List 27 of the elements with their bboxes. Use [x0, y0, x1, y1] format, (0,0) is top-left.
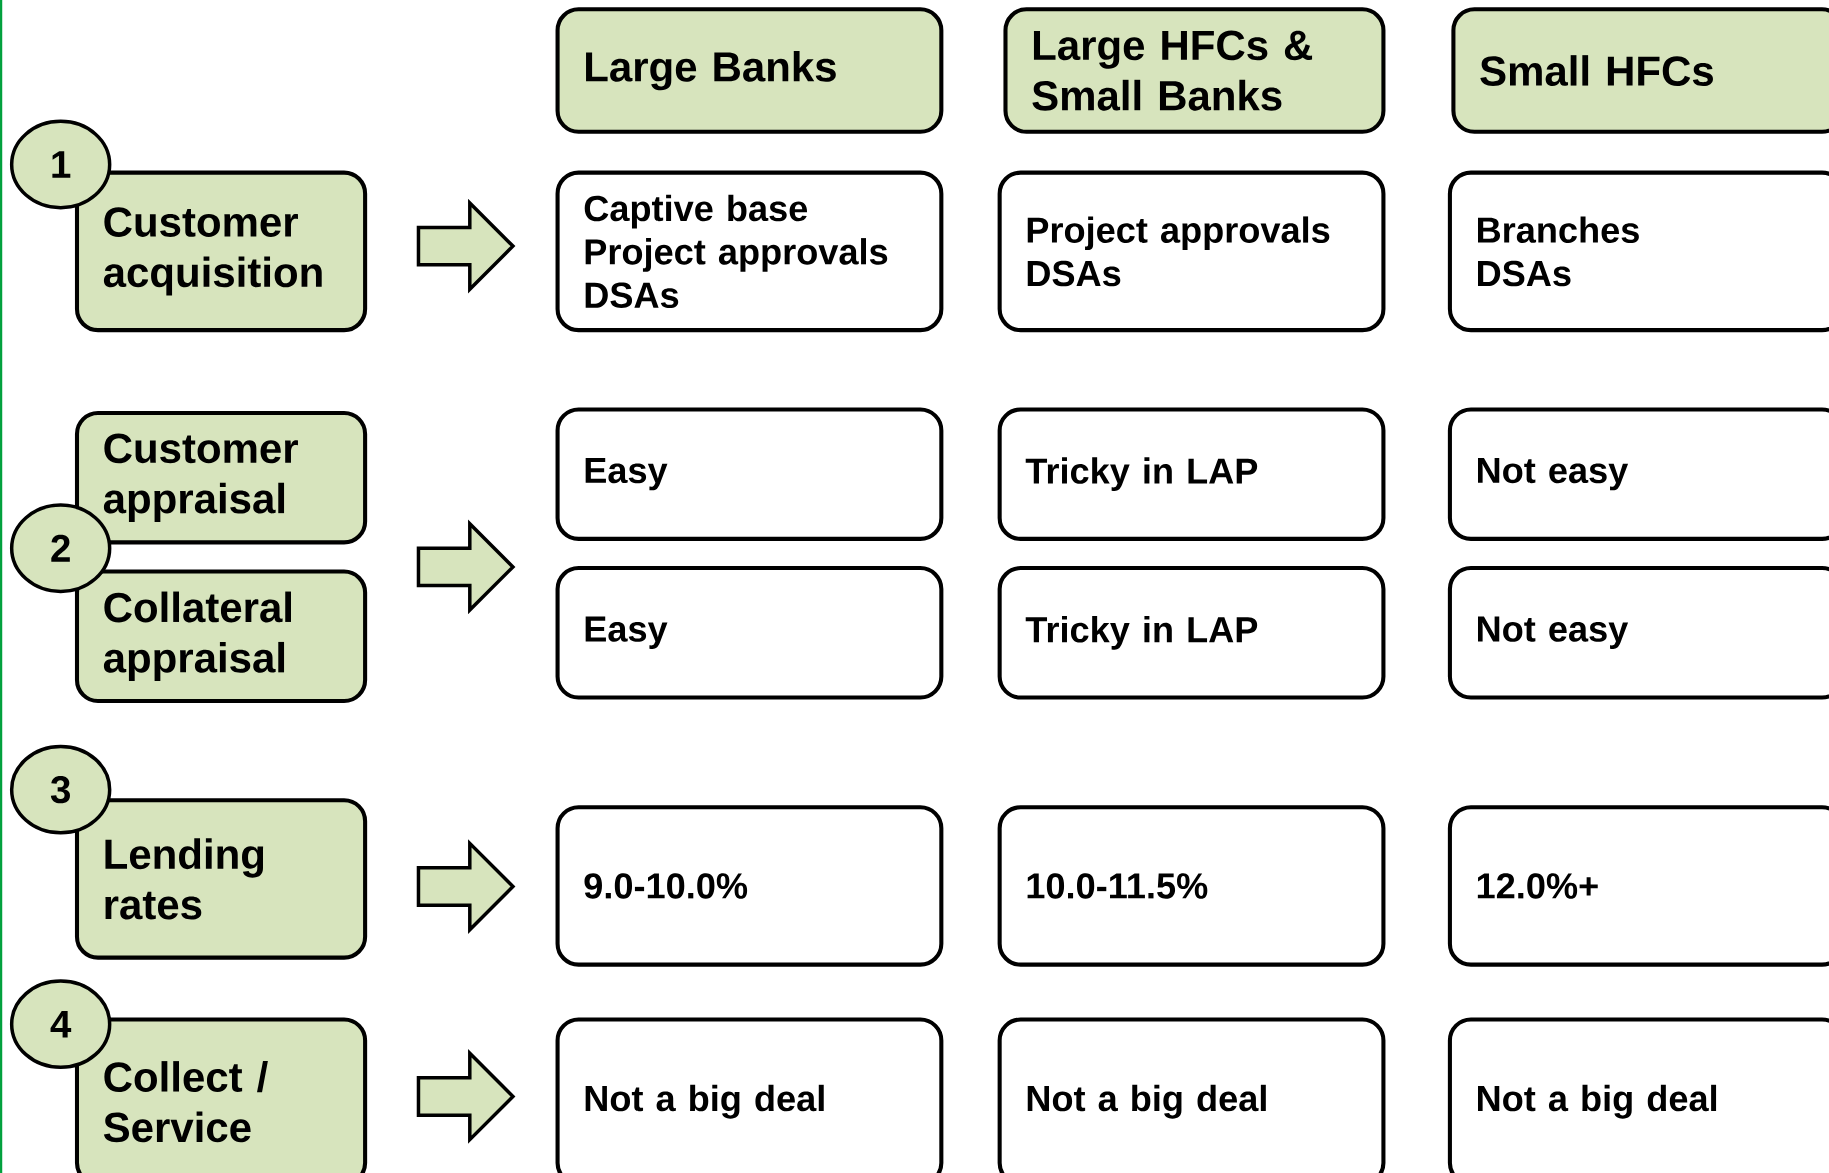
cell-box: 10.0-11.5%: [997, 804, 1386, 967]
stage-box: Lending rates: [74, 797, 368, 960]
cell-box: Easy: [555, 565, 944, 700]
cell-box: Not a big deal: [997, 1017, 1386, 1173]
stage-box: Collect / Service: [74, 1017, 368, 1173]
cell-box: Not a big deal: [1447, 1017, 1829, 1173]
cell-box: 9.0-10.0%: [555, 804, 944, 967]
cell-box: Not easy: [1447, 565, 1829, 700]
cell-box: Captive base Project approvals DSAs: [555, 170, 944, 332]
cell-box: Branches DSAs: [1447, 170, 1829, 332]
block-arrow: [416, 198, 516, 294]
block-arrow: [416, 838, 516, 934]
cell-box: Tricky in LAP: [997, 407, 1386, 541]
block-arrow: [416, 519, 516, 615]
cell-box: Not a big deal: [555, 1017, 944, 1173]
cell-box: 12.0%+: [1447, 804, 1829, 967]
cell-box: Not easy: [1447, 407, 1829, 541]
block-arrow: [416, 1048, 516, 1144]
column-header-box: Large HFCs & Small Banks: [1003, 7, 1386, 134]
cell-box: Easy: [555, 407, 944, 541]
stage-box: Customer appraisal: [74, 410, 368, 545]
column-header-box: Small HFCs: [1451, 7, 1829, 134]
cell-box: Tricky in LAP: [997, 565, 1386, 700]
cell-box: Project approvals DSAs: [997, 170, 1386, 332]
stage-box: Customer acquisition: [74, 170, 368, 332]
stage-box: Collateral appraisal: [74, 569, 368, 703]
column-header-box: Large Banks: [555, 7, 944, 134]
